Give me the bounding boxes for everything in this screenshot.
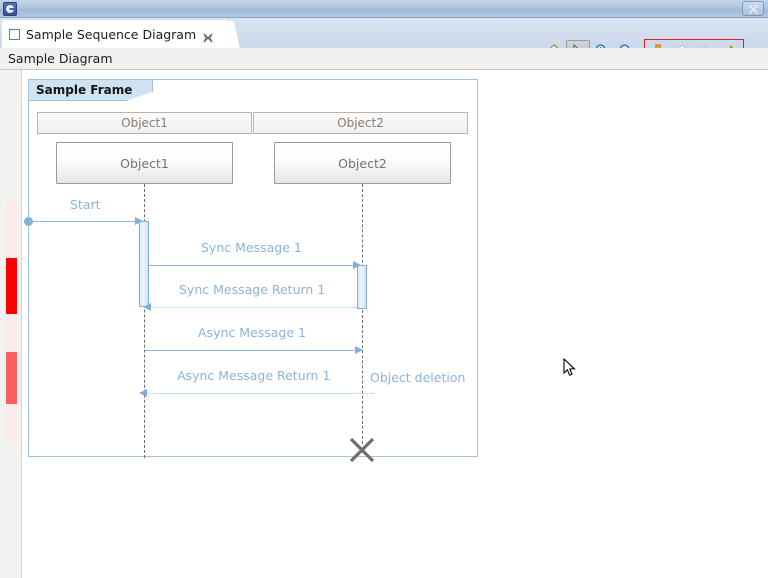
tab-sample-sequence-diagram[interactable]: Sample Sequence Diagram: [2, 20, 227, 48]
overview-ruler-track: [6, 202, 17, 442]
sequence-frame[interactable]: Sample Frame Object1 Object2 Object1 Obj…: [24, 79, 478, 463]
destruction-marker-icon[interactable]: [347, 435, 377, 465]
overview-ruler-mark[interactable]: [6, 352, 17, 404]
lifeline-header-label: Object2: [337, 116, 384, 130]
close-icon: [748, 4, 759, 15]
message-line-start[interactable]: [29, 221, 142, 222]
message-line-async-return-1[interactable]: [145, 393, 361, 394]
window-close-button[interactable]: [742, 1, 764, 16]
window-title-bar: [0, 0, 768, 18]
message-label-object-deletion: Object deletion: [370, 370, 466, 385]
lifeline-object1: [144, 184, 145, 458]
mouse-pointer: [563, 357, 577, 382]
object-box-object2[interactable]: Object2: [274, 142, 451, 184]
message-line-sync-1[interactable]: [149, 265, 357, 266]
lifeline-header-object1[interactable]: Object1: [37, 112, 252, 134]
sequence-diagram-canvas[interactable]: Sample Frame Object1 Object2 Object1 Obj…: [23, 70, 768, 578]
message-label-sync-return-1: Sync Message Return 1: [179, 282, 326, 297]
arrow-head-sync-return-1: [143, 303, 151, 311]
arrow-head-start: [135, 217, 143, 225]
message-line-object-deletion[interactable]: [362, 393, 374, 394]
message-label-async-return-1: Async Message Return 1: [177, 368, 331, 383]
editor-tab-strip: Sample Sequence Diagram: [0, 18, 768, 63]
tab-label: Sample Sequence Diagram: [26, 27, 197, 42]
message-line-sync-return-1[interactable]: [149, 307, 359, 308]
eclipse-app-icon: [3, 2, 17, 16]
diagram-name-row: Sample Diagram: [0, 48, 768, 70]
close-x-icon: [203, 33, 213, 42]
object-box-label: Object2: [338, 155, 387, 171]
found-message-dot: [24, 217, 33, 226]
message-label-sync-1: Sync Message 1: [201, 240, 302, 255]
frame-label: Sample Frame: [29, 80, 154, 101]
object-box-label: Object1: [120, 155, 169, 171]
object-box-object1[interactable]: Object1: [56, 142, 233, 184]
overview-ruler-mark[interactable]: [6, 258, 17, 314]
lifeline-object2: [362, 184, 363, 444]
destruction-x-icon: [349, 437, 375, 463]
message-label-async-1: Async Message 1: [198, 325, 306, 340]
message-line-async-1[interactable]: [145, 350, 359, 351]
message-label-start: Start: [70, 197, 101, 212]
arrow-head-async-1: [355, 346, 363, 354]
diagram-file-icon: [9, 29, 20, 40]
activation-bar-object1[interactable]: [139, 221, 149, 307]
lifeline-header-object2[interactable]: Object2: [253, 112, 468, 134]
lifeline-header-label: Object1: [121, 116, 168, 130]
editor-canvas-area: Sample Frame Object1 Object2 Object1 Obj…: [0, 70, 768, 578]
tab-close-icon[interactable]: [202, 29, 214, 42]
arrow-head-async-return-1: [139, 389, 147, 397]
page-title: Sample Diagram: [8, 51, 113, 66]
mouse-pointer-icon: [563, 357, 576, 376]
arrow-head-sync-1: [353, 261, 361, 269]
activation-bar-object2[interactable]: [357, 265, 367, 309]
overview-ruler[interactable]: [0, 70, 22, 578]
